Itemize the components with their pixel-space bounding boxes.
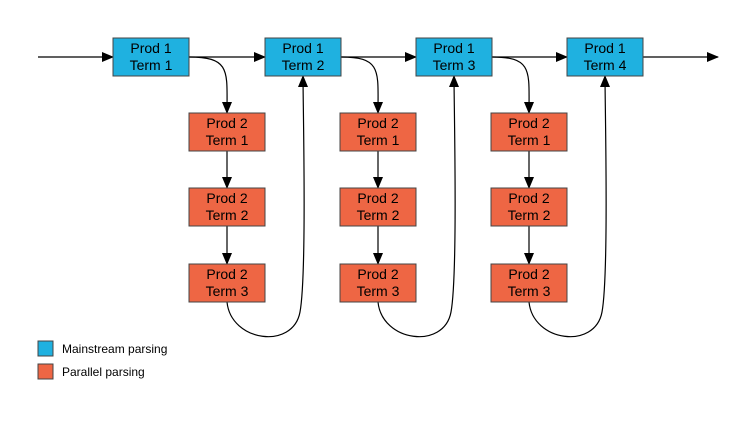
- node-col1-prod2-term1-box: [188, 112, 266, 152]
- node-col2-prod2-term1-box: [339, 112, 417, 152]
- node-prod1-term1-box: [112, 37, 190, 77]
- edge-branch-col1: [188, 56, 233, 114]
- node-col3-prod2-term1-line1: Prod 2: [508, 115, 549, 131]
- node-prod1-term3-line2: Term 3: [433, 57, 476, 73]
- node-col2-prod2-term3-line1: Prod 2: [357, 266, 398, 282]
- node-col3-prod2-term2-box: [490, 187, 568, 227]
- edge-branch-col2: [340, 56, 384, 114]
- node-col2-prod2-term2-line2: Term 2: [357, 207, 400, 223]
- node-col1-prod2-term3-line1: Prod 2: [206, 266, 247, 282]
- node-col1-prod2-term3-line2: Term 3: [206, 283, 249, 299]
- edges-layer: [38, 52, 719, 338]
- edge-return-col1: [226, 75, 309, 338]
- edge-return-col2: [377, 75, 460, 338]
- node-col1-prod2-term2-line2: Term 2: [206, 207, 249, 223]
- node-prod1-term3-line1: Prod 1: [433, 40, 474, 56]
- node-prod1-term1-line1: Prod 1: [130, 40, 171, 56]
- node-col3-prod2-term3-line2: Term 3: [508, 283, 551, 299]
- node-col1-prod2-term3-box: [188, 263, 266, 303]
- node-col3-prod2-term2-line2: Term 2: [508, 207, 551, 223]
- node-prod1-term1-line2: Term 1: [130, 57, 173, 73]
- node-col2-prod2-term3-box: [339, 263, 417, 303]
- node-prod1-term4-line1: Prod 1: [584, 40, 625, 56]
- legend-label-parallel: Parallel parsing: [62, 365, 145, 379]
- legend-swatch-mainstream: [37, 340, 54, 357]
- node-prod1-term2-box: [264, 37, 342, 77]
- node-col2-prod2-term2-line1: Prod 2: [357, 190, 398, 206]
- node-col2-prod2-term1-line1: Prod 2: [357, 115, 398, 131]
- node-prod1-term4-line2: Term 4: [584, 57, 627, 73]
- node-col2-prod2-term3-line2: Term 3: [357, 283, 400, 299]
- node-col2-prod2-term2-box: [339, 187, 417, 227]
- node-col3-prod2-term3-line1: Prod 2: [508, 266, 549, 282]
- edge-return-col3: [528, 75, 611, 338]
- edge-branch-col3: [491, 56, 535, 114]
- legend-swatch-parallel: [37, 363, 54, 380]
- node-col3-prod2-term2-line1: Prod 2: [508, 190, 549, 206]
- node-col2-prod2-term1-line2: Term 1: [357, 132, 400, 148]
- node-prod1-term2-line2: Term 2: [282, 57, 325, 73]
- node-col1-prod2-term2-box: [188, 187, 266, 227]
- legend-label-mainstream: Mainstream parsing: [62, 342, 167, 356]
- node-col3-prod2-term1-box: [490, 112, 568, 152]
- node-col3-prod2-term3-box: [490, 263, 568, 303]
- node-prod1-term2-line1: Prod 1: [282, 40, 323, 56]
- node-col1-prod2-term1-line1: Prod 2: [206, 115, 247, 131]
- node-col3-prod2-term1-line2: Term 1: [508, 132, 551, 148]
- node-prod1-term4-box: [566, 37, 644, 77]
- node-prod1-term3-box: [415, 37, 493, 77]
- node-col1-prod2-term1-line2: Term 1: [206, 132, 249, 148]
- node-col1-prod2-term2-line1: Prod 2: [206, 190, 247, 206]
